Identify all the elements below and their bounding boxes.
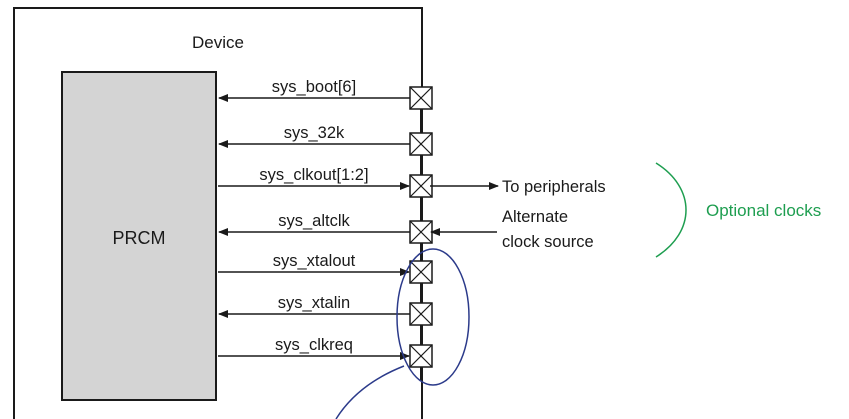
signal-label: sys_32k xyxy=(284,124,345,142)
pin-cross xyxy=(409,220,433,244)
signal-label: sys_altclk xyxy=(278,212,350,230)
pin-cross xyxy=(409,260,433,284)
pin-cross xyxy=(409,302,433,326)
signal-rows: sys_boot[6] sys_32k sys_clkout[1:2] sys_alt… xyxy=(218,78,433,368)
signal-label: sys_xtalin xyxy=(278,294,350,312)
crystal-pins-ellipse xyxy=(396,248,470,386)
signal-label: sys_xtalout xyxy=(273,252,356,270)
signal-row: sys_boot[6] xyxy=(218,78,433,110)
prcm-label: PRCM xyxy=(113,228,166,248)
signal-row: sys_xtalin xyxy=(218,294,433,326)
device-title: Device xyxy=(192,33,244,52)
alternate-label-line2: clock source xyxy=(502,233,594,251)
pin-cross xyxy=(409,344,433,368)
signal-row: sys_32k xyxy=(218,124,433,156)
signal-row: sys_altclk xyxy=(218,212,433,244)
pin-cross xyxy=(409,132,433,156)
signal-row: sys_clkout[1:2] xyxy=(218,166,433,198)
prcm-block xyxy=(61,71,217,401)
signal-label: sys_clkreq xyxy=(275,336,353,354)
callout-line xyxy=(335,365,405,419)
peripherals-label: To peripherals xyxy=(502,178,606,196)
optional-clocks-label: Optional clocks xyxy=(706,201,821,220)
signal-row: sys_xtalout xyxy=(218,252,433,284)
pin-cross xyxy=(409,174,433,198)
pin-cross xyxy=(409,86,433,110)
signal-label: sys_boot[6] xyxy=(272,78,356,96)
alternate-label-line1: Alternate xyxy=(502,208,568,226)
optional-clocks-brace xyxy=(655,162,687,258)
signal-row: sys_clkreq xyxy=(218,336,433,368)
signal-label: sys_clkout[1:2] xyxy=(259,166,368,184)
